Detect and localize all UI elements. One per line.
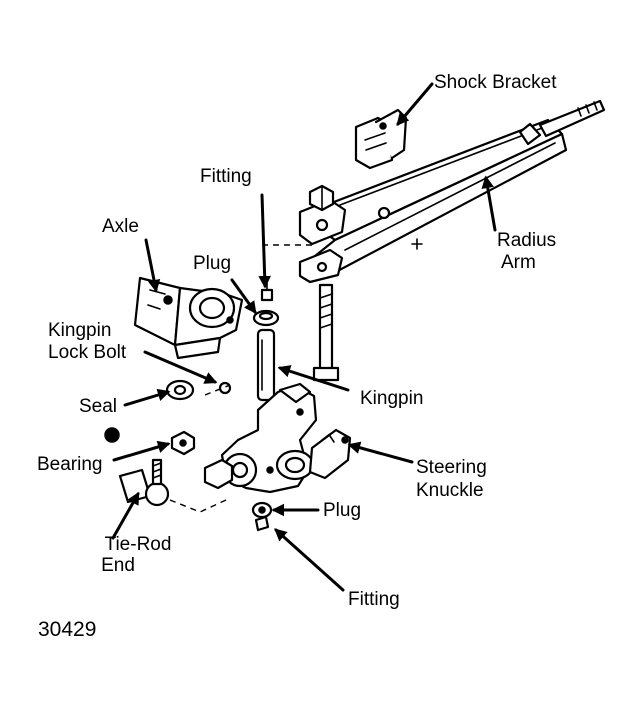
- arrow-radius-arm: [481, 175, 497, 232]
- bottom-fitting-part: [254, 515, 270, 532]
- label-radius-arm-line-1: Radius: [497, 230, 557, 251]
- arrow-kingpin-lock-bolt: [143, 350, 218, 384]
- arrow-plug-top: [230, 278, 257, 315]
- label-kingpin-lock-bolt-line-1: Kingpin: [48, 320, 112, 341]
- tie-rod-end-part: [118, 458, 227, 513]
- seal-part: [165, 379, 195, 401]
- radius-arm-nut: [308, 184, 335, 212]
- label-steering-knuckle-line-2: Knuckle: [416, 480, 484, 501]
- label-radius-arm-line-2: Arm: [501, 252, 536, 273]
- arrow-axle: [144, 238, 161, 293]
- top-plug-part: [252, 309, 280, 327]
- bottom-plug-part: [251, 501, 273, 519]
- radius-arm-bolt: [312, 283, 340, 382]
- label-axle: Axle: [102, 216, 139, 237]
- arrow-bearing: [112, 440, 171, 462]
- bearing-part: [170, 430, 196, 456]
- label-seal: Seal: [79, 396, 118, 417]
- radius-arm-part: [262, 99, 606, 284]
- arrow-shock-bracket: [396, 82, 434, 126]
- arrow-fitting-top: [258, 193, 271, 289]
- label-tie-rod-end-line-1: Tie-Rod: [104, 534, 172, 555]
- loose-nut: [104, 427, 120, 443]
- steering-knuckle-part: [203, 382, 352, 494]
- label-shock-bracket: Shock Bracket: [434, 72, 557, 93]
- label-kingpin: Kingpin: [360, 388, 424, 409]
- leader-arrows: [111, 82, 497, 592]
- arrow-seal: [123, 388, 171, 407]
- label-plug-top: Plug: [193, 253, 232, 274]
- arrow-steering-knuckle: [347, 441, 414, 464]
- label-tie-rod-end-line-2: End: [101, 555, 135, 576]
- label-fitting-bottom: Fitting: [348, 589, 400, 610]
- arrow-fitting-bottom: [274, 528, 345, 592]
- label-bearing: Bearing: [37, 454, 103, 475]
- lock-bolt-part: [204, 381, 232, 396]
- label-fitting-top: Fitting: [200, 166, 252, 187]
- label-plug-bottom: Plug: [323, 500, 362, 521]
- kingpin-part: [256, 328, 276, 402]
- axle-part: [133, 276, 244, 360]
- arrow-kingpin: [277, 365, 350, 392]
- label-steering-knuckle-line-1: Steering: [416, 457, 487, 478]
- figure-number: 30429: [38, 618, 97, 641]
- arrow-tie-rod-end: [111, 491, 140, 540]
- shock-bracket-part: [354, 108, 408, 170]
- label-kingpin-lock-bolt-line-2: Lock Bolt: [48, 342, 127, 363]
